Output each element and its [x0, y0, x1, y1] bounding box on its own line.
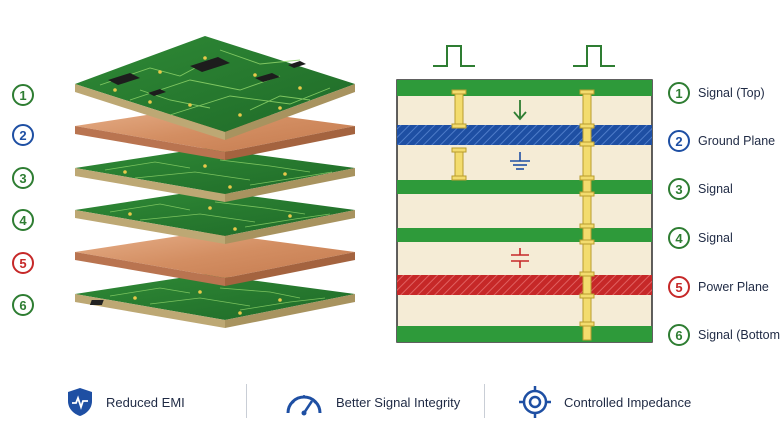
right-badge-number: 1: [675, 85, 683, 101]
layer-label-4: Signal: [698, 231, 733, 245]
down-arrow-icon: [513, 100, 527, 121]
pcb-layer-stack: [75, 36, 355, 328]
left-badge-6: 6: [12, 294, 34, 316]
left-badge-number: 3: [19, 170, 27, 186]
right-badge-3: 3: [668, 178, 690, 200]
right-badge-number: 5: [675, 279, 683, 295]
feature-divider: [484, 384, 485, 418]
right-badge-number: 3: [675, 181, 683, 197]
xsec-layer-4: [397, 228, 652, 242]
feature-controlled-impedance: Controlled Impedance: [518, 385, 691, 419]
xsec-layer-1: [397, 80, 652, 96]
right-badge-4: 4: [668, 227, 690, 249]
feature-signal-integrity: Better Signal Integrity: [284, 385, 460, 419]
layer-label-3: Signal: [698, 182, 733, 196]
layer-label-6: Signal (Bottom): [698, 328, 780, 342]
xsec-layer-3: [397, 180, 652, 194]
via-short: [454, 89, 464, 129]
stack-layer-6: [75, 274, 355, 328]
xsec-layer-2: [397, 125, 652, 145]
right-badge-6: 6: [668, 324, 690, 346]
gauge-icon: [286, 395, 322, 416]
right-badge-number: 4: [675, 230, 683, 246]
right-badge-number: 6: [675, 327, 683, 343]
left-badge-number: 1: [19, 87, 27, 103]
stack-layer-5: [75, 232, 355, 286]
layer-label-2: Ground Plane: [698, 134, 776, 148]
left-badge-1: 1: [12, 84, 34, 106]
right-badge-2: 2: [668, 130, 690, 152]
capacitor-symbol-icon: [511, 248, 529, 268]
left-badge-5: 5: [12, 252, 34, 274]
xsec-layer-5: [397, 275, 652, 295]
shield-icon: [68, 388, 92, 416]
left-badge-3: 3: [12, 167, 34, 189]
via-short-2: [454, 147, 464, 181]
feature-reduced-emi: Reduced EMI: [66, 385, 185, 419]
right-badge-5: 5: [668, 276, 690, 298]
left-badge-2: 2: [12, 124, 34, 146]
left-badge-4: 4: [12, 209, 34, 231]
feature-label: Reduced EMI: [106, 394, 185, 410]
feature-label: Better Signal Integrity: [336, 394, 461, 410]
stack-layer-4: [75, 190, 355, 244]
left-badge-number: 2: [19, 127, 27, 143]
right-badge-1: 1: [668, 82, 690, 104]
layer-label-5: Power Plane: [698, 280, 769, 294]
left-badge-number: 6: [19, 297, 27, 313]
feature-label: Controlled Impedance: [564, 394, 692, 410]
stack-layer-3: [75, 148, 355, 202]
stack-layer-1: [75, 36, 355, 140]
right-badge-number: 2: [675, 133, 683, 149]
layer-label-1: Signal (Top): [698, 86, 765, 100]
signal-pulse-icon: [433, 45, 475, 67]
target-icon: [519, 386, 551, 418]
left-badge-number: 5: [19, 255, 27, 271]
ground-symbol-icon: [510, 152, 530, 170]
left-badge-number: 4: [19, 212, 27, 228]
pcb-cross-section: [396, 45, 653, 343]
feature-divider: [246, 384, 247, 418]
signal-pulse-icon: [573, 45, 615, 67]
xsec-layer-6: [397, 326, 652, 342]
